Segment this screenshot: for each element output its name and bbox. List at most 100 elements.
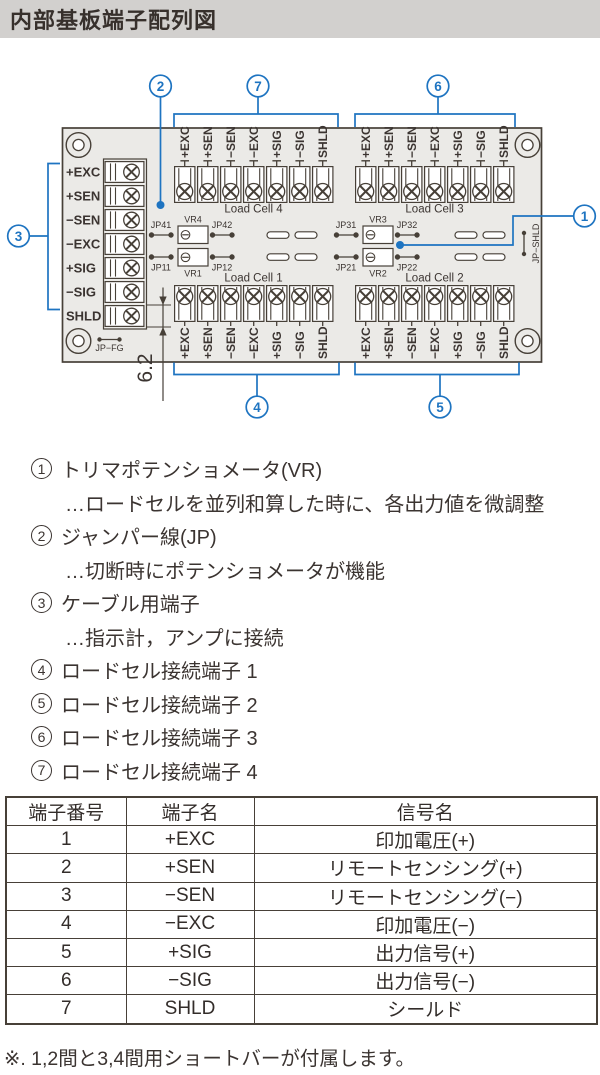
legend-desc-text: …指示計，アンプに接続 bbox=[65, 627, 284, 650]
dimension-value: 6.2 bbox=[134, 353, 157, 382]
terminal-label: SHLD bbox=[316, 326, 330, 359]
terminal-label: −SIG bbox=[474, 331, 488, 359]
terminal bbox=[423, 284, 446, 327]
legend-desc-1: …ロードセルを並列和算した時に、各出力値を微調整 bbox=[31, 486, 544, 520]
trimmer-vr4: VR4 bbox=[177, 215, 209, 245]
cell-terminal: +SIG bbox=[125, 937, 255, 968]
table-row: 5 +SIG 出力信号(+) bbox=[5, 937, 598, 968]
callout-2-number: 2 bbox=[157, 79, 165, 94]
load-cell-2-strip: Load Cell 2 +EXC +SEN −SEN −EXC +SIG −SI… bbox=[354, 273, 515, 359]
terminal bbox=[242, 284, 265, 327]
terminal-label: +EXC bbox=[178, 327, 192, 359]
terminal-label: −EXC bbox=[428, 327, 442, 359]
jp41-label: JP41 bbox=[151, 220, 172, 230]
callout-6: 6 bbox=[354, 74, 516, 127]
load-cell-3-strip: +EXC +SEN −SEN −EXC +SIG −SIG SHLD Load … bbox=[354, 125, 515, 216]
legend-number-3: 3 bbox=[31, 592, 52, 614]
table-row: 1 +EXC 印加電圧(+) bbox=[5, 825, 598, 855]
load-cell-3-label: Load Cell 3 bbox=[405, 204, 463, 216]
terminal-label: +SIG bbox=[270, 130, 284, 158]
terminal bbox=[446, 159, 469, 204]
vr4-label: VR4 bbox=[184, 215, 202, 225]
terminal-label: −SIG bbox=[293, 331, 307, 359]
terminal-label: +SIG bbox=[66, 261, 96, 276]
cell-signal: 印加電圧(+) bbox=[253, 825, 598, 855]
legend: 1 トリマポテンショメータ(VR) …ロードセルを並列和算した時に、各出力値を微… bbox=[31, 452, 544, 787]
terminal-label: −SEN bbox=[224, 327, 238, 359]
terminal bbox=[400, 284, 423, 327]
jumper-jp42: JP42 bbox=[209, 220, 235, 238]
terminal-label: −SEN bbox=[66, 213, 100, 228]
jumper-jp31: JP31 bbox=[333, 220, 359, 238]
legend-title-5: ロードセル接続端子 2 bbox=[61, 694, 258, 717]
terminal-label: −EXC bbox=[66, 237, 101, 252]
mounting-hole-top-left bbox=[65, 131, 92, 158]
cell-terminal: −SIG bbox=[125, 966, 255, 996]
jumper-jp32: JP32 bbox=[394, 220, 420, 238]
jumper-jp11: JP11 bbox=[148, 254, 174, 273]
mounting-hole-bottom-left bbox=[65, 328, 92, 355]
terminal-label: +SEN bbox=[66, 189, 100, 204]
legend-number-7: 7 bbox=[31, 759, 52, 781]
title-bar: 内部基板端子配列図 bbox=[0, 0, 600, 38]
legend-desc-text: …切断時にポテンショメータが機能 bbox=[65, 560, 385, 583]
terminal bbox=[354, 284, 377, 327]
page-title: 内部基板端子配列図 bbox=[10, 8, 218, 33]
dimension-6-2: 6.2 bbox=[134, 287, 171, 401]
cell-number: 1 bbox=[5, 825, 127, 855]
legend-title-4: ロードセル接続端子 1 bbox=[61, 661, 258, 684]
vr1-label: VR1 bbox=[184, 269, 202, 279]
cell-terminal: −SEN bbox=[125, 881, 255, 911]
table-row: 6 −SIG 出力信号(−) bbox=[5, 966, 598, 996]
terminal-label: −SIG bbox=[293, 130, 307, 158]
terminal bbox=[492, 284, 515, 327]
terminal-label: +SIG bbox=[451, 331, 465, 359]
table-row: 3 −SEN リモートセンシング(−) bbox=[5, 881, 598, 911]
load-cell-4-strip: +EXC +SEN −SEN −EXC +SIG −SIG SHLD Load … bbox=[173, 125, 334, 216]
jp12-label: JP12 bbox=[212, 263, 233, 273]
jumper-jp22: JP22 bbox=[394, 254, 420, 273]
cell-number: 5 bbox=[5, 937, 127, 968]
legend-title-7: ロードセル接続端子 4 bbox=[61, 761, 258, 784]
terminal bbox=[377, 159, 400, 204]
callout-7-number: 7 bbox=[254, 79, 262, 94]
cell-signal: 印加電圧(−) bbox=[253, 909, 598, 939]
jp-shld-label: JP−SHLD bbox=[531, 223, 541, 263]
terminal bbox=[446, 284, 469, 327]
terminal-label: SHLD bbox=[66, 309, 101, 324]
terminal-label: −SEN bbox=[405, 327, 419, 359]
terminal bbox=[242, 159, 265, 204]
vr3-label: VR3 bbox=[369, 215, 387, 225]
footnote: ※. 1,2間と3,4間用ショートバーが付属します。 bbox=[4, 1048, 415, 1070]
jp42-label: JP42 bbox=[212, 220, 233, 230]
terminal bbox=[354, 159, 377, 204]
cell-number: 3 bbox=[5, 881, 127, 911]
callout-4: 4 bbox=[173, 362, 340, 419]
table-header-row: 端子番号 端子名 信号名 bbox=[5, 796, 598, 827]
callout-5: 5 bbox=[354, 362, 520, 419]
callout-4-number: 4 bbox=[253, 400, 261, 415]
jumper-jp12: JP12 bbox=[209, 254, 235, 273]
terminal bbox=[104, 160, 145, 184]
jp31-label: JP31 bbox=[336, 220, 357, 230]
terminal-label: −EXC bbox=[247, 126, 261, 158]
terminal bbox=[288, 284, 311, 327]
legend-number-5: 5 bbox=[31, 692, 52, 714]
terminal bbox=[377, 284, 400, 327]
mounting-hole-top-right bbox=[514, 131, 541, 158]
terminal-label: −SIG bbox=[66, 285, 96, 300]
terminal-label: +SEN bbox=[382, 327, 396, 359]
load-cell-4-label: Load Cell 4 bbox=[224, 204, 283, 216]
terminal bbox=[288, 159, 311, 204]
legend-number-6: 6 bbox=[31, 726, 52, 748]
terminal-label: +EXC bbox=[66, 165, 101, 180]
header-terminal-name: 端子名 bbox=[125, 796, 255, 827]
terminal-label: SHLD bbox=[497, 125, 511, 158]
legend-item-7: 7 ロードセル接続端子 4 bbox=[31, 754, 544, 788]
terminal bbox=[104, 232, 145, 256]
callout-1-number: 1 bbox=[581, 209, 589, 224]
terminal-label: −EXC bbox=[428, 126, 442, 158]
terminal bbox=[400, 159, 423, 204]
terminal-label: +SEN bbox=[201, 327, 215, 359]
